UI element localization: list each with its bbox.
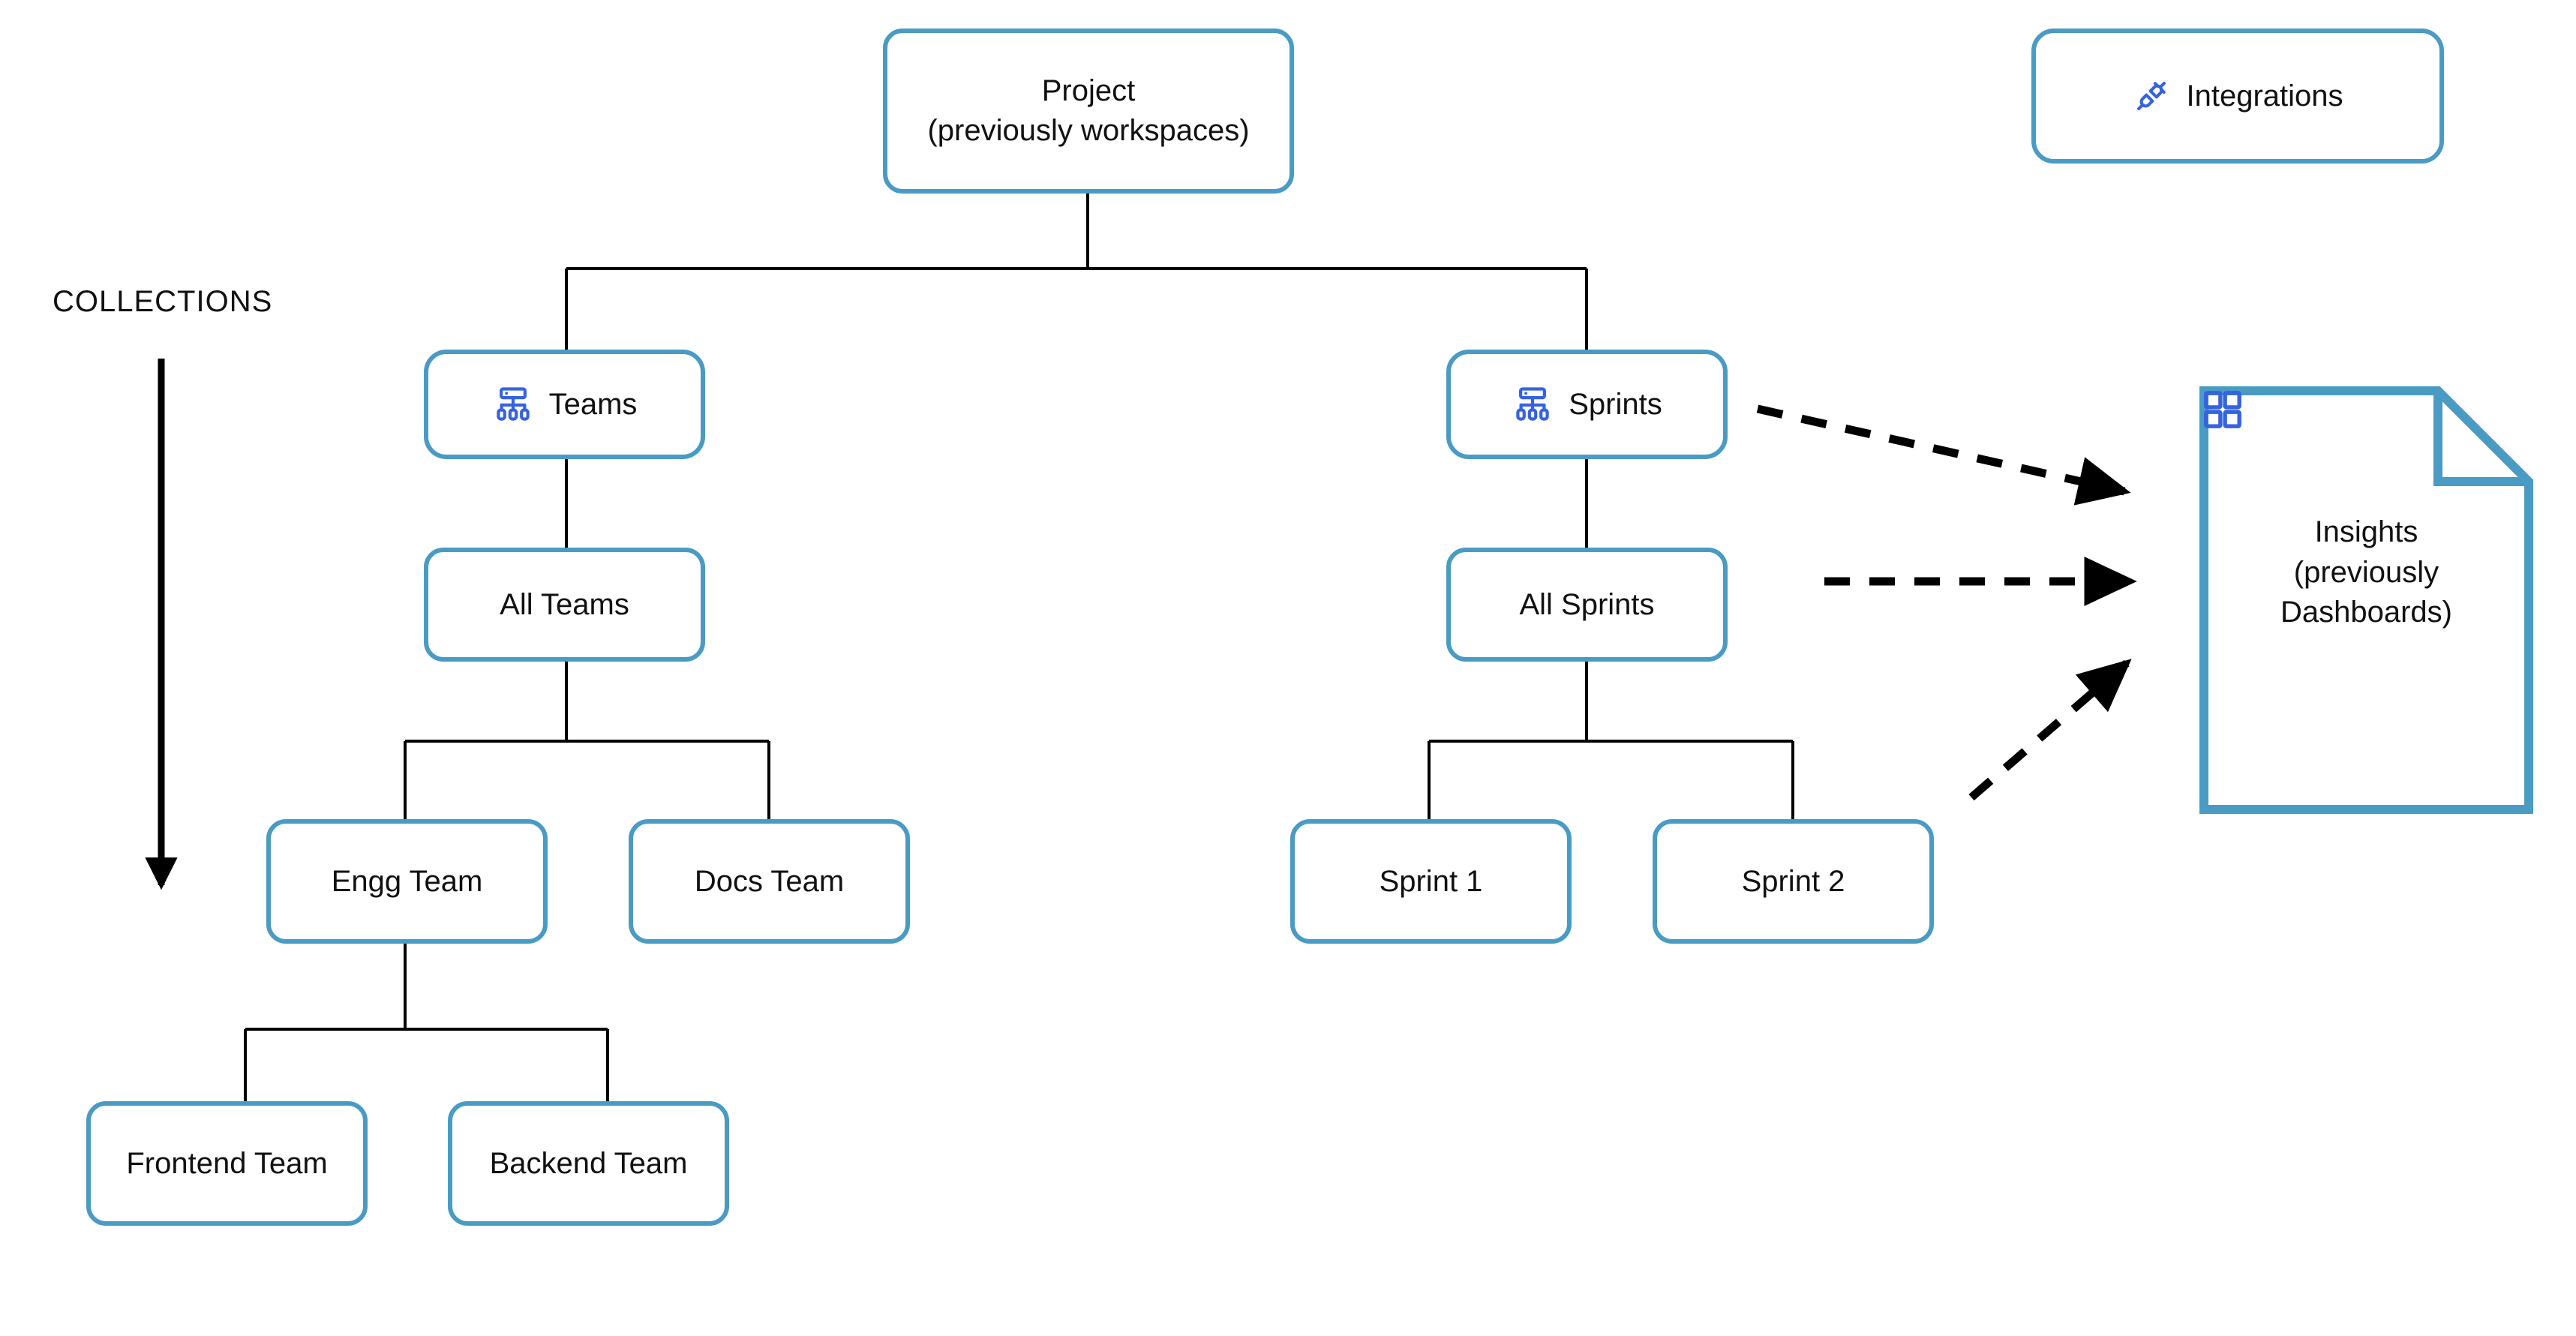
node-integrations[interactable]: Integrations [2031, 29, 2444, 164]
node-frontend-team-label: Frontend Team [126, 1146, 328, 1180]
node-all-teams[interactable]: All Teams [424, 548, 705, 662]
node-sprint-1[interactable]: Sprint 1 [1290, 819, 1572, 944]
node-teams-label: Teams [548, 387, 638, 421]
node-backend-team-label: Backend Team [489, 1146, 688, 1180]
node-insights[interactable]: Insights (previously Dashboards) [2199, 386, 2533, 814]
node-insights-label: Insights (previously Dashboards) [2280, 515, 2452, 629]
node-docs-team-label: Docs Team [694, 864, 845, 898]
node-all-sprints-label: All Sprints [1519, 587, 1655, 621]
dashboard-grid-icon [2204, 391, 2390, 491]
edge-project-to-children [565, 194, 1588, 350]
node-frontend-team[interactable]: Frontend Team [86, 1101, 368, 1226]
hierarchy-icon [1512, 383, 1554, 425]
node-all-sprints[interactable]: All Sprints [1446, 548, 1728, 662]
node-sprint-1-label: Sprint 1 [1379, 864, 1483, 898]
node-project-label: Project (previously workspaces) [927, 74, 1250, 147]
node-integrations-label: Integrations [2186, 79, 2343, 113]
node-teams[interactable]: Teams [424, 350, 705, 459]
node-sprints[interactable]: Sprints [1446, 350, 1728, 459]
node-project[interactable]: Project (previously workspaces) [883, 29, 1294, 194]
node-engg-team-label: Engg Team [331, 864, 483, 898]
edge-sprint-items-to-insights [1968, 659, 2132, 801]
node-backend-team[interactable]: Backend Team [448, 1101, 729, 1226]
plug-connector-icon [2132, 77, 2171, 116]
edge-all-sprints-to-sprints [1428, 662, 1794, 819]
edge-sprints-to-insights [1756, 404, 2131, 506]
edge-engg-to-subteams [244, 944, 609, 1101]
node-sprints-label: Sprints [1569, 387, 1662, 421]
node-sprint-2[interactable]: Sprint 2 [1653, 819, 1934, 944]
node-engg-team[interactable]: Engg Team [266, 819, 548, 944]
edge-all-teams-to-teams [404, 662, 770, 819]
collections-caption: COLLECTIONS [53, 285, 273, 318]
node-sprint-2-label: Sprint 2 [1741, 864, 1845, 898]
node-docs-team[interactable]: Docs Team [629, 819, 910, 944]
node-all-teams-label: All Teams [500, 587, 629, 621]
hierarchy-icon [492, 383, 534, 425]
